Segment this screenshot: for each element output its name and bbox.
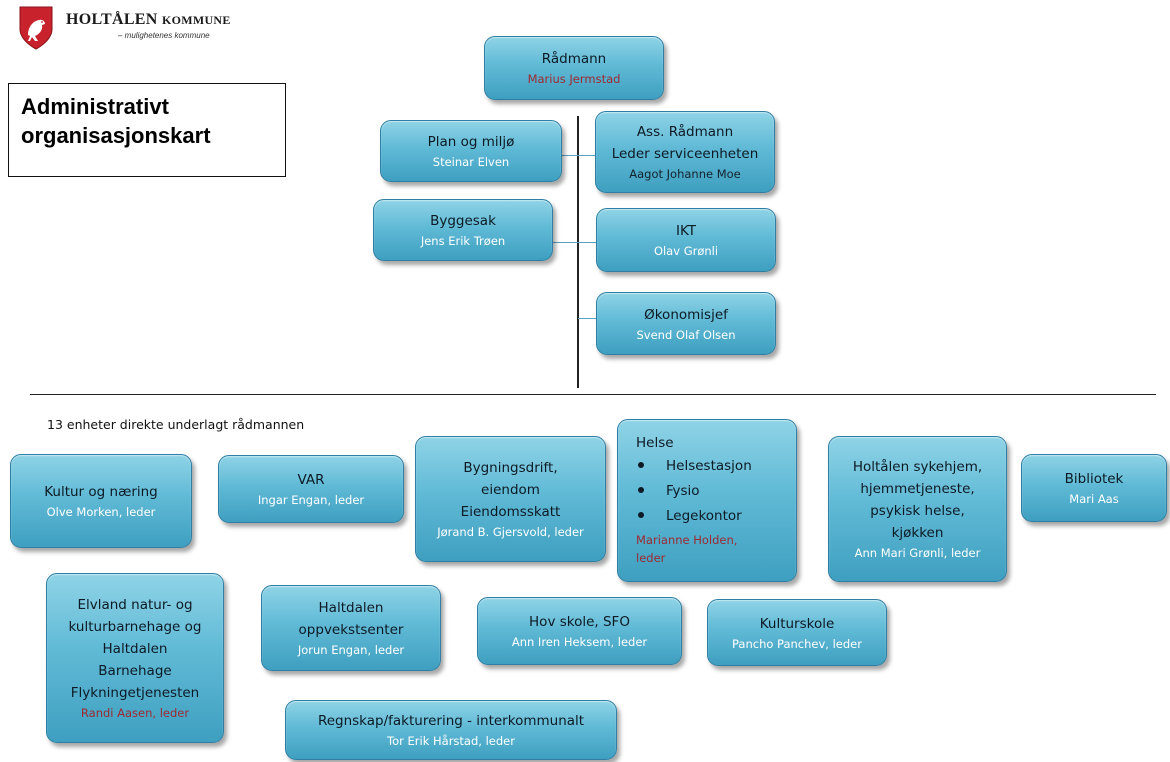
connector-byggesak xyxy=(552,242,596,243)
node-bygningsdrift[interactable]: Bygningsdrift, eiendom Eiendomsskatt Jør… xyxy=(415,436,606,562)
org-name: HOLTÅLEN KOMMUNE xyxy=(66,11,231,28)
helse-item: Legekontor xyxy=(636,504,752,529)
node-kultur-og-naering[interactable]: Kultur og næring Olve Morken, leder xyxy=(10,454,192,548)
node-hov-skole[interactable]: Hov skole, SFO Ann Iren Heksem, leder xyxy=(477,597,682,665)
node-plan-og-miljo[interactable]: Plan og miljø Steinar Elven xyxy=(380,120,562,182)
node-okonomisjef[interactable]: Økonomisjef Svend Olaf Olsen xyxy=(596,292,776,355)
helse-list: Helsestasjon Fysio Legekontor xyxy=(636,454,752,529)
helse-item: Fysio xyxy=(636,479,752,504)
vertical-spine-line xyxy=(577,116,579,388)
municipality-shield-logo xyxy=(19,6,53,50)
page-title: Administrativt organisasjonskart xyxy=(8,83,286,177)
node-regnskap[interactable]: Regnskap/fakturering - interkommunalt To… xyxy=(285,700,617,760)
node-var[interactable]: VAR Ingar Engan, leder xyxy=(218,455,404,523)
node-bibliotek[interactable]: Bibliotek Mari Aas xyxy=(1021,454,1167,522)
node-elvland[interactable]: Elvland natur- og kulturbarnehage og Hal… xyxy=(46,573,224,743)
node-helse[interactable]: Helse Helsestasjon Fysio Legekontor Mari… xyxy=(617,419,797,582)
title-line-2: organisasjonskart xyxy=(21,123,211,148)
helse-item: Helsestasjon xyxy=(636,454,752,479)
section-divider xyxy=(30,394,1156,395)
node-holtalen-sykehjem[interactable]: Holtålen sykehjem, hjemmetjeneste, psyki… xyxy=(828,436,1007,582)
node-ass-radmann[interactable]: Ass. Rådmann Leder serviceenheten Aagot … xyxy=(595,111,775,193)
org-tagline: – mulighetenes kommune xyxy=(118,31,210,40)
units-subtitle: 13 enheter direkte underlagt rådmannen xyxy=(47,417,305,432)
node-ikt[interactable]: IKT Olav Grønli xyxy=(596,208,776,272)
title-line-1: Administrativt xyxy=(21,94,169,119)
node-radmann[interactable]: Rådmann Marius Jermstad xyxy=(484,36,664,100)
connector-plan xyxy=(562,155,596,156)
connector-okonomi xyxy=(578,318,596,319)
node-kulturskole[interactable]: Kulturskole Pancho Panchev, leder xyxy=(707,599,887,666)
node-byggesak[interactable]: Byggesak Jens Erik Trøen xyxy=(373,199,553,261)
node-haltdalen-oppvekstsenter[interactable]: Haltdalen oppvekstsenter Jorun Engan, le… xyxy=(261,585,441,671)
